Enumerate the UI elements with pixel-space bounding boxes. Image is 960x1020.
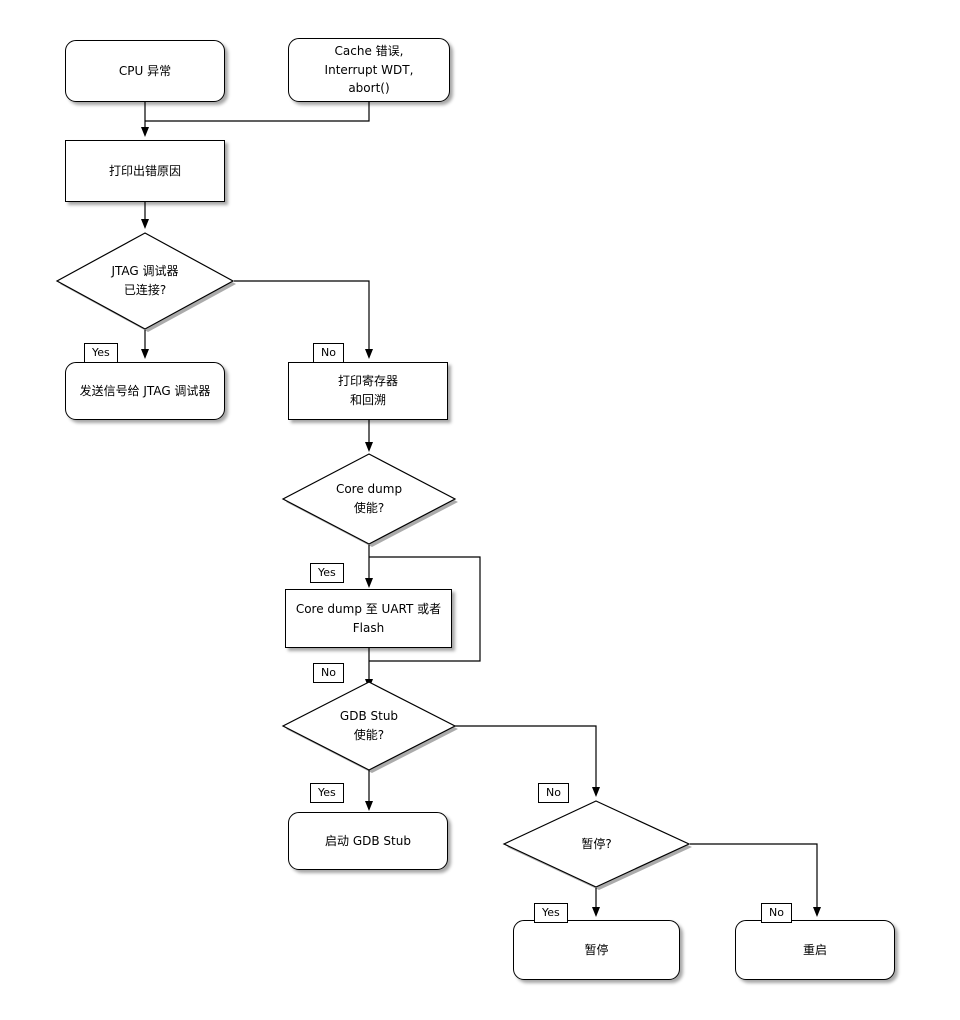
node-print-error-cause[interactable]: 打印出错原因: [65, 140, 225, 202]
edge-label-jtag-no: No: [313, 343, 344, 363]
node-gdb-stub-enabled-decision[interactable]: GDB Stub 使能?: [281, 681, 458, 773]
edge-gdbstub-no: [455, 725, 600, 797]
node-jtag-connected-decision[interactable]: JTAG 调试器 已连接?: [55, 232, 236, 332]
node-core-dump-enabled-decision[interactable]: Core dump 使能?: [281, 453, 458, 547]
edge-label-halt-yes: Yes: [534, 903, 568, 923]
node-core-dump-to[interactable]: Core dump 至 UART 或者 Flash: [285, 589, 452, 648]
edge-halt-no: [690, 843, 821, 917]
edge-label-coredump-no: No: [313, 663, 344, 683]
node-start-gdb-stub[interactable]: 启动 GDB Stub: [288, 812, 448, 870]
node-cpu-exception[interactable]: CPU 异常: [65, 40, 225, 102]
edge-label-gdbstub-yes: Yes: [310, 783, 344, 803]
node-halt[interactable]: 暂停: [513, 920, 680, 980]
edge-label-jtag-yes: Yes: [84, 343, 118, 363]
node-cache-error[interactable]: Cache 错误, Interrupt WDT, abort(): [288, 38, 450, 102]
node-print-registers[interactable]: 打印寄存器 和回溯: [288, 362, 448, 420]
node-reboot[interactable]: 重启: [735, 920, 895, 980]
edge-label-halt-no: No: [761, 903, 792, 923]
edge-cache-to-print: [145, 102, 370, 122]
edge-label-gdbstub-no: No: [538, 783, 569, 803]
edge-label-coredump-yes: Yes: [310, 563, 344, 583]
node-send-signal-jtag[interactable]: 发送信号给 JTAG 调试器: [65, 362, 225, 420]
node-halt-question-decision[interactable]: 暂停?: [502, 800, 692, 890]
edge-jtag-no: [234, 280, 373, 359]
